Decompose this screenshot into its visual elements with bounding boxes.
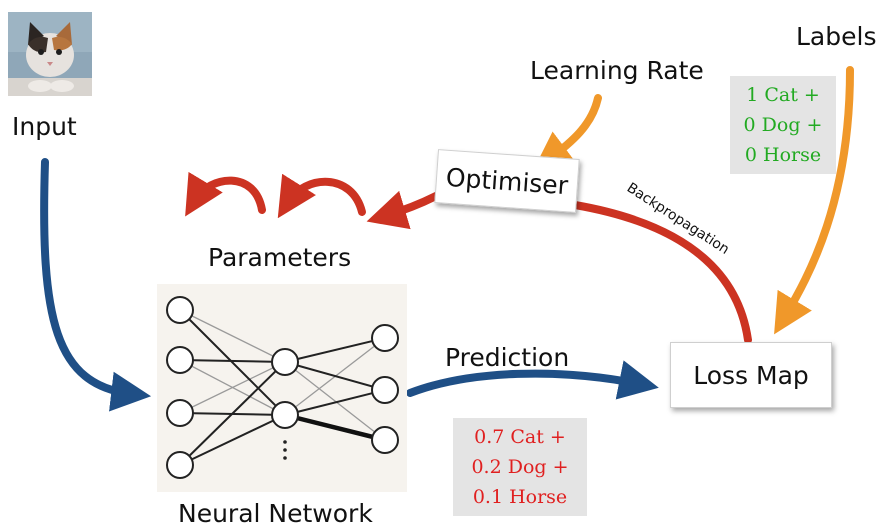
prediction-values-box: 0.7 Cat + 0.2 Dog + 0.1 Horse [453,418,587,516]
labels-to-loss-arrow [774,66,854,335]
label-value-cat: 1 Cat + [746,84,820,106]
loss-map-box: Loss Map [670,342,832,408]
neural-network-diagram [157,284,407,492]
learning-rate-label: Learning Rate [530,56,704,85]
neural-network-label: Neural Network [178,499,373,528]
prediction-label: Prediction [445,343,570,372]
prediction-value-cat: 0.7 Cat + [474,426,566,448]
labels-label: Labels [796,22,877,51]
label-values-box: 1 Cat + 0 Dog + 0 Horse [730,76,836,174]
prediction-value-horse: 0.1 Horse [472,486,568,508]
label-value-dog: 0 Dog + [743,114,823,136]
optimiser-box: Optimiser [434,149,580,213]
optimiser-label: Optimiser [444,162,570,200]
input-label: Input [12,112,77,141]
input-image [8,12,92,96]
prediction-arrow [406,360,659,400]
prediction-value-dog: 0.2 Dog + [471,456,569,478]
input-to-network-arrow [40,158,152,412]
backpropagation-curve [571,201,752,344]
loss-map-label: Loss Map [693,360,809,390]
optimiser-to-parameters-arrow [366,190,440,230]
parameter-update-arrow-right [277,173,366,219]
parameters-label: Parameters [208,243,352,272]
label-value-horse: 0 Horse [744,144,822,166]
learning-rate-arrow [532,94,602,172]
parameter-update-arrow-left [185,171,266,217]
